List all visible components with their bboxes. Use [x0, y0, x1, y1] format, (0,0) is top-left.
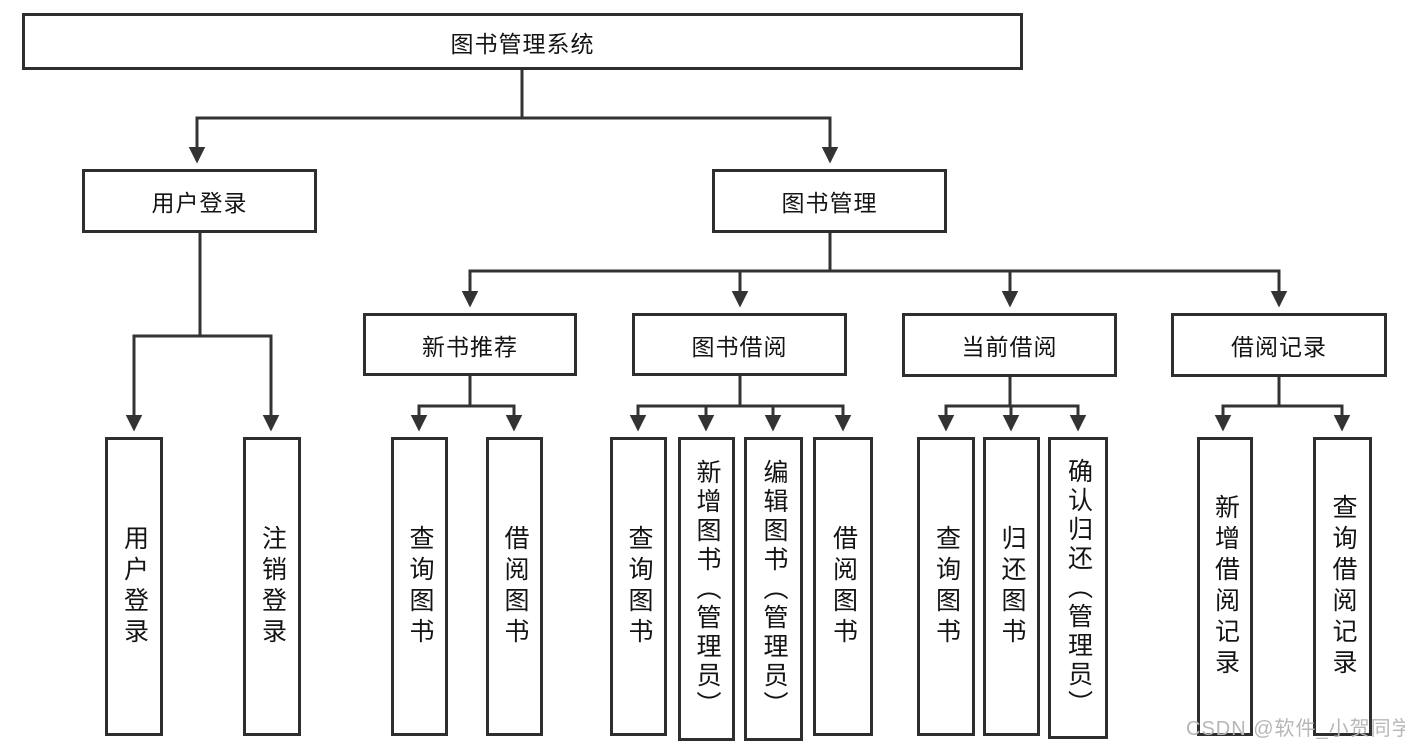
leaf-logout-login: 注销登录	[243, 437, 301, 736]
leaf-borrow-book-newrec: 借阅图书	[486, 437, 543, 736]
leaf-borrow-book-newrec-label: 借阅图书	[501, 524, 529, 649]
node-root-system: 图书管理系统	[22, 13, 1023, 70]
node-root-label: 图书管理系统	[450, 30, 595, 57]
node-book-borrow-label: 图书借阅	[691, 333, 788, 360]
leaf-confirm-return-admin-label: 确认归还（管理员）	[1064, 457, 1093, 719]
leaf-confirm-return-admin: 确认归还（管理员）	[1048, 437, 1108, 739]
csdn-watermark: CSDN @软件_小贺同学	[1186, 718, 1405, 740]
leaf-add-borrow-record: 新增借阅记录	[1197, 437, 1253, 736]
leaf-query-borrow-record: 查询借阅记录	[1313, 437, 1372, 736]
node-user-login: 用户登录	[82, 169, 317, 233]
node-user-login-label: 用户登录	[151, 190, 248, 216]
leaf-edit-book-admin: 编辑图书（管理员）	[744, 437, 803, 741]
leaf-query-book-newrec-label: 查询图书	[406, 524, 434, 649]
node-book-management: 图书管理	[712, 169, 947, 233]
leaf-query-book-borrow: 查询图书	[610, 437, 667, 736]
leaf-user-login: 用户登录	[105, 437, 163, 736]
node-current-borrow: 当前借阅	[902, 313, 1117, 377]
leaf-return-book: 归还图书	[983, 437, 1040, 736]
leaf-query-book-current: 查询图书	[917, 437, 975, 736]
node-new-book-recommend-label: 新书推荐	[422, 333, 518, 360]
leaf-borrow-book-borrow: 借阅图书	[813, 437, 873, 736]
leaf-query-book-current-label: 查询图书	[932, 524, 961, 649]
node-book-management-label: 图书管理	[781, 190, 878, 216]
leaf-query-book-newrec: 查询图书	[391, 437, 448, 736]
leaf-query-book-borrow-label: 查询图书	[625, 524, 653, 649]
leaf-return-book-label: 归还图书	[998, 524, 1026, 649]
leaf-borrow-book-borrow-label: 借阅图书	[829, 524, 858, 649]
node-current-borrow-label: 当前借阅	[961, 334, 1058, 360]
leaf-add-book-admin: 新增图书（管理员）	[678, 437, 735, 741]
node-borrow-records: 借阅记录	[1171, 313, 1387, 377]
leaf-add-borrow-record-label: 新增借阅记录	[1211, 493, 1240, 680]
node-new-book-recommend: 新书推荐	[363, 313, 577, 376]
leaf-edit-book-admin-label: 编辑图书（管理员）	[760, 458, 788, 720]
node-borrow-records-label: 借阅记录	[1231, 334, 1327, 360]
leaf-user-login-label: 用户登录	[120, 524, 149, 649]
leaf-add-book-admin-label: 新增图书（管理员）	[693, 458, 721, 720]
node-book-borrow: 图书借阅	[632, 313, 847, 376]
leaf-query-borrow-record-label: 查询借阅记录	[1329, 493, 1357, 680]
leaf-logout-login-label: 注销登录	[258, 524, 287, 649]
